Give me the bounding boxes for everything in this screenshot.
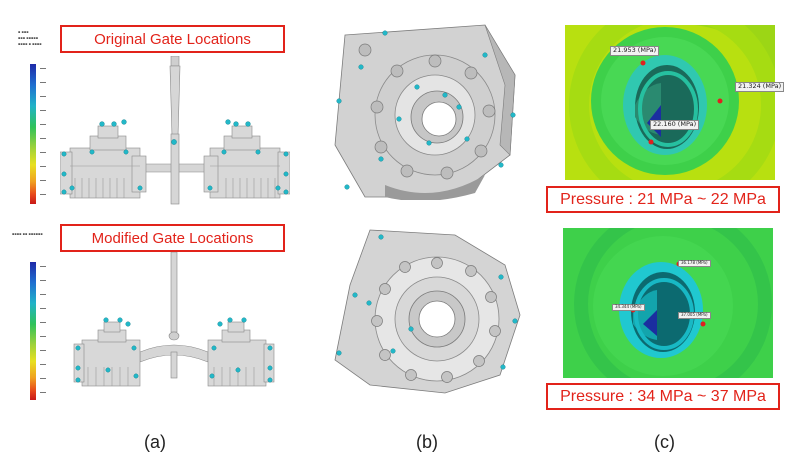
caption-b: (b) <box>416 432 438 452</box>
pressure-range-modified: Pressure : 34 MPa ~ 37 MPa <box>546 383 780 410</box>
modified-part-3d-view <box>334 229 521 394</box>
pressure-label-1: 21.953 (MPa) <box>610 46 660 56</box>
pressure-label-2: 21.324 (MPa) <box>735 82 785 92</box>
modified-gate-part-drawing <box>73 252 275 387</box>
pressure-label-3: 22.160 (MPa) <box>650 120 700 130</box>
caption-a: (a) <box>144 432 166 452</box>
original-gate-part-drawing <box>60 56 290 205</box>
pressure-label-6: 37.005 (MPa) <box>678 312 711 319</box>
original-part-3d-view <box>334 24 516 200</box>
legend-header-text-bottom: ▪▪▪▪ ▪▪ ▪▪▪▪▪▪ <box>12 232 43 236</box>
pressure-label-4: 36.178 (MPa) <box>678 260 711 267</box>
scale-ticks-top <box>40 68 46 195</box>
pressure-range-original: Pressure : 21 MPa ~ 22 MPa <box>546 186 780 213</box>
caption-c: (c) <box>654 432 675 452</box>
color-scale-bar-bottom <box>30 262 36 400</box>
pressure-label-5: 34.344 (MPa) <box>612 304 645 311</box>
legend-header-text: ▪ ▪▪▪ <box>18 30 29 34</box>
scale-ticks-bottom <box>40 266 46 393</box>
pressure-result-modified <box>563 228 773 378</box>
legend-header-text-3: ▪▪▪▪ ▪ ▪▪▪▪ <box>18 42 42 46</box>
original-gate-locations-title: Original Gate Locations <box>60 25 285 53</box>
modified-gate-locations-title: Modified Gate Locations <box>60 224 285 252</box>
color-scale-bar-top <box>30 64 36 204</box>
pressure-result-original <box>565 25 775 180</box>
legend-header-text-2: ▪▪▪ ▪▪▪▪▪ <box>18 36 39 40</box>
